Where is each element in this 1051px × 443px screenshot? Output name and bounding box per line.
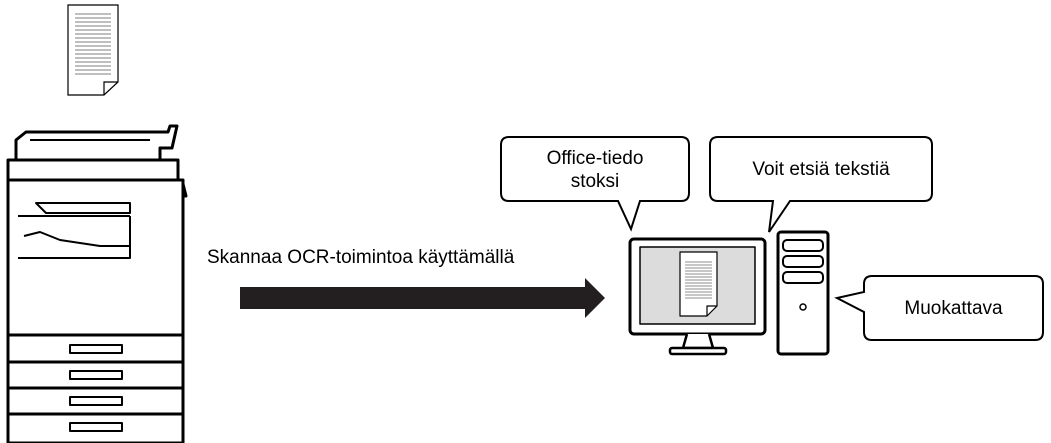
bubble-office-line2: stoksi <box>570 171 620 192</box>
bubble-office <box>500 136 690 232</box>
bubble-editable-text: Muokattava <box>904 297 1003 319</box>
document-icon <box>67 4 119 96</box>
bubble-editable <box>834 275 1044 341</box>
bubble-office-text: Office-tiedo stoksi <box>503 140 687 200</box>
arrow-label: Skannaa OCR-toimintoa käyttämällä <box>207 247 515 268</box>
bubble-office-line1: Office-tiedo <box>546 148 644 169</box>
bubble-search <box>709 136 933 233</box>
multifunction-printer-icon <box>6 124 188 443</box>
bubble-search-text: Voit etsiä tekstiä <box>752 158 890 180</box>
desktop-computer-icon <box>628 230 830 356</box>
scan-arrow <box>240 278 605 318</box>
